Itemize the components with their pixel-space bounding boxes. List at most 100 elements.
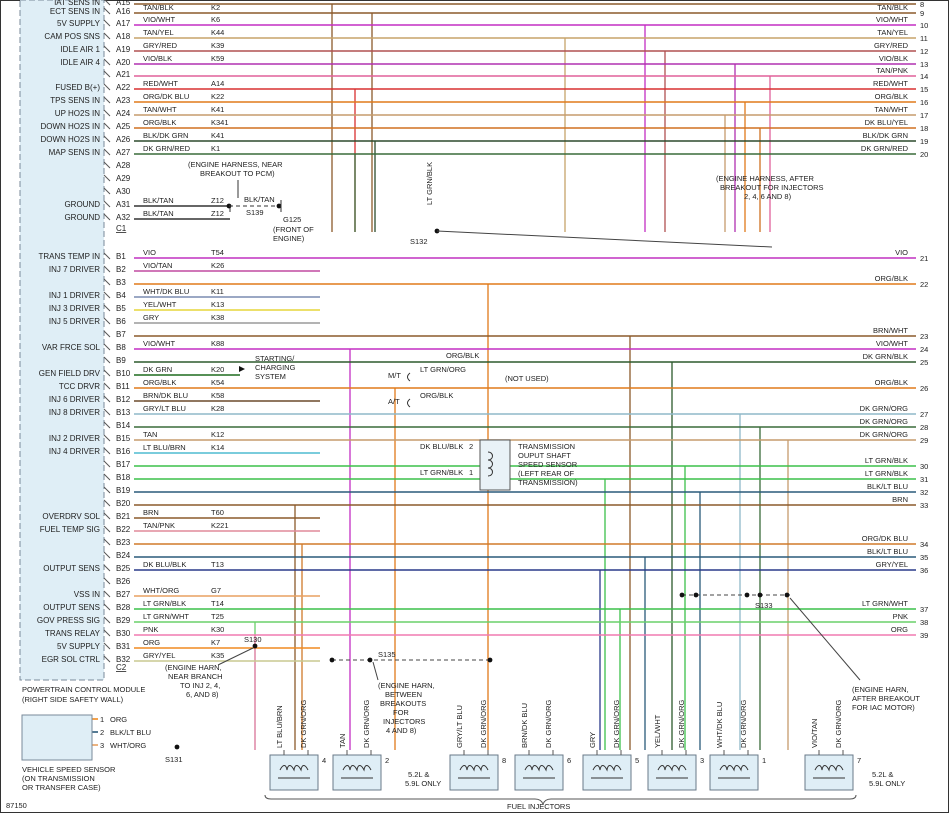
pcm-pin-label: B4: [116, 291, 126, 300]
pcm-pin-label: A17: [116, 19, 131, 28]
circuit-label: K7: [211, 638, 220, 647]
circuit-label: T60: [211, 508, 224, 517]
right-edge-wire-label: DK GRN/ORG: [860, 404, 909, 413]
engine-note-a-line2: 5.9L ONLY: [405, 779, 441, 788]
pcm-pin-label: B19: [116, 486, 131, 495]
vss-title-line2: (ON TRANSMISSION: [22, 774, 95, 783]
wire-color-label: VIO/TAN: [143, 261, 172, 270]
circuit-label: K41: [211, 105, 224, 114]
pin-tick: [103, 135, 111, 143]
front-engine-line2: ENGINE): [273, 234, 305, 243]
right-edge-number: 31: [920, 475, 928, 484]
pcm-pin-label: B12: [116, 395, 131, 404]
splice-s133-group: S133 (ENGINE HARN, AFTER BREAKOUT FOR IA…: [679, 592, 920, 712]
between-line5: INJECTORS: [383, 717, 425, 726]
wire-color-label: WHT/DK BLU: [143, 287, 189, 296]
pin-tick: [103, 343, 111, 351]
injector-wire-a-label: VIO/TAN: [810, 719, 819, 748]
right-edge-number: 35: [920, 553, 928, 562]
right-edge-wire-label: VIO/WHT: [876, 15, 908, 24]
right-edge-wire-label: LT GRN/WHT: [862, 599, 908, 608]
s135-dot-mid: [367, 657, 373, 663]
injector-coil-icon: [523, 765, 555, 779]
injector-body: [709, 754, 759, 791]
right-edge-number: 10: [920, 21, 928, 30]
between-line2: BETWEEN: [385, 690, 422, 699]
right-edge-number: 34: [920, 540, 928, 549]
splice-s131-dot: [174, 744, 180, 750]
pcm-function-label: 5V SUPPLY: [57, 642, 101, 651]
wire-color-label: BLK/DK GRN: [143, 131, 188, 140]
pin-tick: [103, 187, 111, 195]
pin-tick: [103, 19, 111, 27]
circuit-label: K1: [211, 144, 220, 153]
pcm-function-label: INJ 4 DRIVER: [49, 447, 100, 456]
pcm-pin-label: B24: [116, 551, 131, 560]
starting-line3: SYSTEM: [255, 372, 286, 381]
pcm-pin-label: B18: [116, 473, 131, 482]
pcm-pin-label: A16: [116, 7, 131, 16]
wire-color-label: WHT/ORG: [143, 586, 179, 595]
inj-branch-line4: 6, AND 8): [186, 690, 219, 699]
pin-tick: [103, 7, 111, 15]
pcm-pin-label: A31: [116, 200, 131, 209]
wire-color-label: DK GRN: [143, 365, 172, 374]
pin-tick: [104, 0, 111, 6]
pin-tick: [103, 460, 111, 468]
circuit-label: A14: [211, 79, 224, 88]
wire-color-label: VIO/WHT: [143, 15, 175, 24]
circuit-label: K26: [211, 261, 224, 270]
pcm-pin-label: B32: [116, 655, 131, 664]
pin-tick: [103, 447, 111, 455]
right-edge-number: 9: [920, 9, 924, 18]
right-edge-number: 39: [920, 631, 928, 640]
splice-s139-label: S139: [246, 208, 264, 217]
between-line3: BREAKOUTS: [380, 699, 426, 708]
pcm-pin-label: A21: [116, 70, 131, 79]
right-edge-number: 12: [920, 47, 928, 56]
oss-pin1-number: 1: [469, 468, 473, 477]
mt-connector-symbol: [407, 372, 411, 382]
pcm-pin-label: B14: [116, 421, 131, 430]
wire-color-label: TAN/PNK: [143, 521, 175, 530]
pin-tick: [103, 58, 111, 66]
circuit-label: K2: [211, 3, 220, 12]
pin-tick: [103, 590, 111, 598]
ground-g125-dot: [276, 203, 282, 209]
injector-wire-b-label: DK GRN/ORG: [299, 699, 308, 748]
pcm-pin-label: B6: [116, 317, 126, 326]
injector-wire-b-label: DK GRN/ORG: [479, 699, 488, 748]
injector-number: 8: [502, 756, 506, 765]
oss-pin2-label: DK BLU/BLK: [420, 442, 463, 451]
right-edge-number: 17: [920, 111, 928, 120]
pcm-pin-label: B27: [116, 590, 131, 599]
wire-color-label: VIO/BLK: [143, 54, 172, 63]
s133-dot-5: [784, 592, 790, 598]
wire-color-label: BRN/DK BLU: [143, 391, 188, 400]
pcm-function-label: IDLE AIR 4: [60, 58, 100, 67]
right-edge-number: 23: [920, 332, 928, 341]
starting-line1: STARTING/: [255, 354, 295, 363]
circuit-label: K11: [211, 287, 224, 296]
injector-number: 1: [762, 756, 766, 765]
wire-color-label: DK BLU/BLK: [143, 560, 186, 569]
pcm-function-label: OVERDRV SOL: [42, 512, 100, 521]
pin-tick: [103, 616, 111, 624]
circuit-label: K54: [211, 378, 224, 387]
pcm-function-label: INJ 5 DRIVER: [49, 317, 100, 326]
pin-tick: [103, 109, 111, 117]
wire-color-label: GRY/RED: [143, 41, 178, 50]
pin-tick: [103, 629, 111, 637]
oss-coil-icon: [487, 451, 493, 477]
pin-tick: [103, 382, 111, 390]
circuit-label: K28: [211, 404, 224, 413]
wire-color-label: BLK/TAN: [143, 209, 174, 218]
right-edge-wire-label: DK GRN/ORG: [860, 430, 909, 439]
injector-body: [449, 754, 499, 791]
vss-pin3-number: 3: [100, 741, 104, 750]
circuit-label: Z12: [211, 209, 224, 218]
vss-pin3-label: WHT/ORG: [110, 741, 146, 750]
pin-tick: [103, 655, 111, 663]
